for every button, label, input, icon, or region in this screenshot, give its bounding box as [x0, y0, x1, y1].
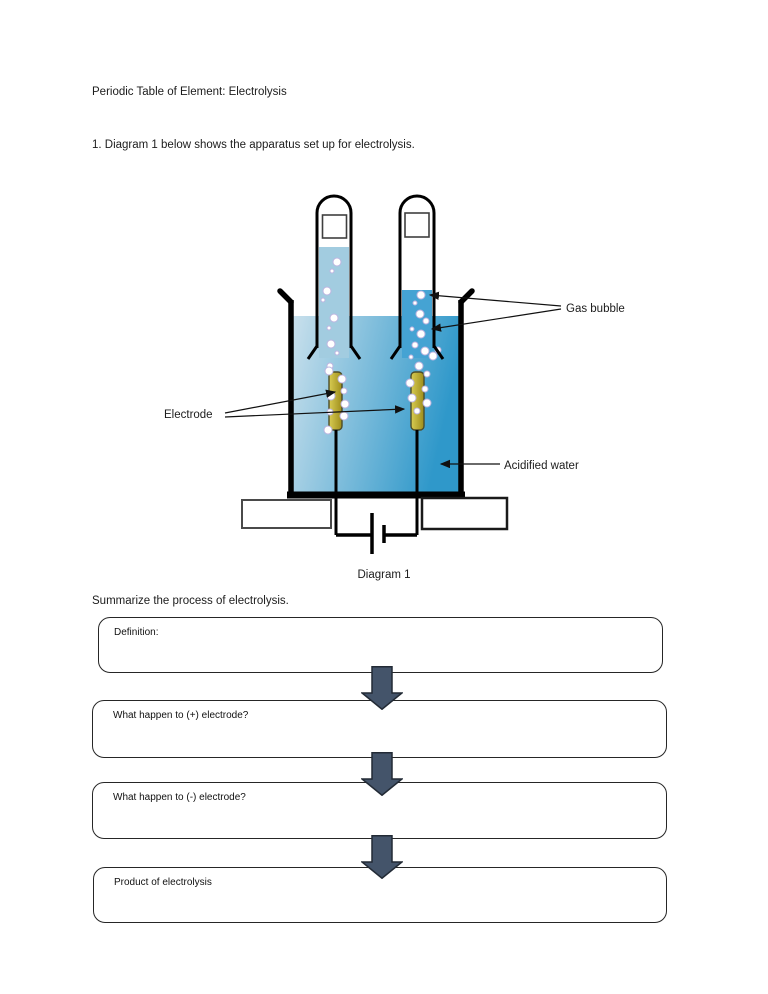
test-tube-right [402, 200, 432, 358]
flowchart-box-label: Definition: [114, 627, 159, 638]
gas-bubbles [320, 257, 442, 435]
flowchart-box-label: What happen to (-) electrode? [113, 792, 246, 803]
gas-bubble-label: Gas bubble [566, 303, 625, 315]
test-tube-left [319, 200, 349, 358]
down-arrow-icon [361, 666, 403, 710]
down-arrow-icon [361, 752, 403, 796]
electrode-label: Electrode [164, 409, 213, 421]
flowchart-box-definition: Definition: [98, 617, 663, 673]
beaker-rim-right [458, 288, 475, 305]
question-text: 1. Diagram 1 below shows the apparatus s… [92, 139, 415, 151]
answer-box-right [420, 496, 509, 531]
page-title: Periodic Table of Element: Electrolysis [92, 86, 287, 98]
flowchart-box-label: What happen to (+) electrode? [113, 710, 249, 721]
gas-bubble-pointer-2 [430, 308, 562, 332]
flowchart-box-label: Product of electrolysis [114, 877, 212, 888]
battery-circuit [334, 430, 419, 554]
tube-right-top-box [404, 212, 430, 238]
beaker-outline [277, 288, 475, 499]
electrode-pointer-left [224, 389, 337, 414]
flowchart-box-positive-electrode: What happen to (+) electrode? [92, 700, 667, 758]
gas-bubble-pointer-1 [428, 291, 562, 307]
tube-left-top-box [321, 214, 348, 239]
tube-glass-outlines [306, 194, 445, 360]
answer-box-left [241, 499, 332, 529]
beaker-rim-left [277, 288, 294, 305]
electrolysis-apparatus-diagram: Gas bubble Electrode Acidified water Dia… [164, 194, 625, 581]
callout-lines [224, 291, 562, 469]
acidified-water-label: Acidified water [504, 460, 579, 472]
down-arrow-icon [361, 835, 403, 879]
tube-left-liquid [319, 247, 349, 358]
electrode-pointer-right [224, 405, 406, 418]
summary-prompt: Summarize the process of electrolysis. [92, 595, 289, 607]
diagram-caption: Diagram 1 [357, 569, 410, 581]
